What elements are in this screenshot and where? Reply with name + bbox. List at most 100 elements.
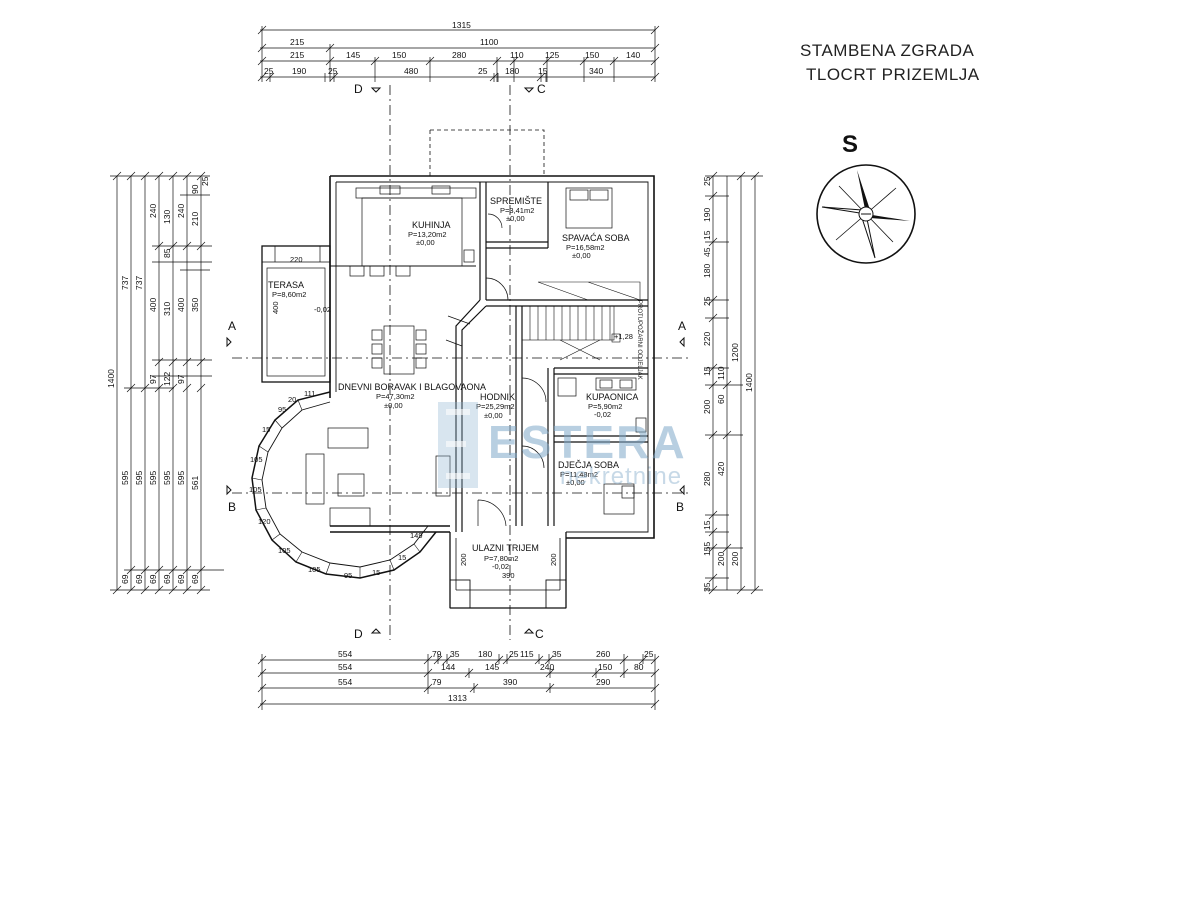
room-terasa-name: TERASA (268, 280, 304, 290)
room-spavaca-name: SPAVAĆA SOBA (562, 233, 630, 243)
room-terasa: 220 TERASA P=8,60m2 -0,02 400 (268, 255, 331, 314)
bot-dim-r2-5: 80 (634, 662, 644, 672)
top-dim-r3-6: 15 (538, 66, 548, 76)
top-dim-r2-2: 150 (392, 50, 406, 60)
staircase (521, 281, 641, 361)
room-hodnik-area: P=25,29m2 (476, 402, 515, 411)
drawing-title-line2: TLOCRT PRIZEMLJA (806, 65, 980, 84)
entrance-porch (449, 532, 567, 609)
right-dim-c1-5: 25 (702, 296, 712, 306)
room-kuhinja-area: P=13,20m2 (408, 230, 447, 239)
room-trijem-level: -0,02 (492, 562, 509, 571)
right-dim-c2-2: 420 (716, 462, 726, 476)
bay-dim-7: 105 (278, 546, 291, 555)
bot-dim-r3-1: 79 (432, 677, 442, 687)
left-dim-c5-5: 69 (162, 574, 172, 584)
section-markers (226, 87, 685, 634)
left-dim-c6-0: 240 (176, 204, 186, 218)
top-dim-r1-1: 1100 (480, 37, 499, 47)
section-marker-c-top: C (537, 82, 546, 96)
room-dnevni-level: ±0,00 (384, 401, 403, 410)
watermark-brand: ESTERA (488, 416, 687, 468)
right-dim-c1-11: 15 (702, 520, 712, 530)
left-dim-c3-1: 595 (134, 471, 144, 485)
bot-dim-r1-4: 25 (509, 649, 519, 659)
terasa-width: 220 (290, 255, 303, 264)
top-dim-r2-3: 280 (452, 50, 466, 60)
room-dnevni: DNEVNI BORAVAK I BLAGOVAONA P=47,30m2 ±0… (338, 382, 486, 410)
left-dim-c3-0: 737 (134, 276, 144, 290)
stair-level-label: +1,28 (614, 332, 633, 341)
left-dim-c8-0: 25 (200, 176, 210, 186)
room-spavaca: SPAVAĆA SOBA P=16,58m2 ±0,00 (562, 233, 630, 260)
dining-table (371, 325, 427, 375)
bay-dim-8: 105 (308, 565, 321, 574)
top-dim-total: 1315 (452, 20, 471, 30)
left-dim-c5-0: 130 (162, 210, 172, 224)
bot-dim-r3-2: 390 (503, 677, 517, 687)
left-dim-c4-2: 97 (148, 374, 158, 384)
left-dim-c5-3: 122 (162, 372, 172, 386)
right-dim-c1-10: 280 (702, 472, 712, 486)
compass-circle (816, 164, 916, 264)
trijem-width-left: 200 (459, 553, 468, 566)
left-dim-c2-0: 737 (120, 276, 130, 290)
room-hodnik-level: ±0,00 (484, 411, 503, 420)
bot-dim-r1-2: 35 (450, 649, 460, 659)
room-kuhinja: KUHINJA P=13,20m2 ±0,00 (408, 220, 451, 247)
room-terasa-level: -0,02 (314, 305, 331, 314)
room-kupaonica-level: -0,02 (594, 410, 611, 419)
trijem-width-right: 200 (549, 553, 558, 566)
room-kuhinja-name: KUHINJA (412, 220, 451, 230)
room-spavaca-level: ±0,00 (572, 251, 591, 260)
right-dim-c1-12: 155 (702, 542, 712, 556)
left-dim-c4-4: 69 (148, 574, 158, 584)
top-dim-r3-7: 340 (589, 66, 603, 76)
bay-dim-2: 20 (288, 395, 296, 404)
top-dim-r2-5: 125 (545, 50, 559, 60)
bot-dim-r3-3: 290 (596, 677, 610, 687)
top-dim-r3-3: 480 (404, 66, 418, 76)
room-djecja-name: DJEČJA SOBA (558, 460, 619, 470)
bay-dim-texts: 111 95 20 15 105 105 120 105 105 95 15 1… (249, 389, 423, 580)
bay-dim-6: 120 (258, 517, 271, 526)
bottom-dimension-chains (257, 654, 660, 710)
left-dim-c6-1: 400 (176, 298, 186, 312)
bot-dim-r2-4: 150 (598, 662, 612, 672)
section-lines (232, 85, 688, 640)
right-dimension-chains (705, 171, 763, 595)
left-dim-c4-3: 595 (148, 471, 158, 485)
left-dimension-chains (110, 171, 224, 595)
top-dim-r2-6: 150 (585, 50, 599, 60)
right-dim-c1-0: 25 (702, 176, 712, 186)
trijem-depth: 390 (502, 571, 515, 580)
top-dim-r2-1: 145 (346, 50, 360, 60)
bay-dim-10: 15 (372, 568, 380, 577)
left-dim-c5-1: 85 (162, 248, 172, 258)
right-dim-c1-8: 110 (716, 366, 726, 380)
left-dim-c4-1: 400 (148, 298, 158, 312)
room-kupaonica-area: P=5,90m2 (588, 402, 622, 411)
left-dim-c5-4: 595 (162, 471, 172, 485)
right-dim-c1-9: 200 (702, 400, 712, 414)
section-marker-d-bottom: D (354, 627, 363, 641)
left-dim-c7-4: 69 (190, 574, 200, 584)
bay-dim-5: 105 (249, 485, 262, 494)
bedroom-furniture (565, 187, 635, 515)
room-spremiste: SPREMIŠTE P=3,41m2 ±0,00 (490, 196, 542, 223)
terrace (261, 245, 331, 383)
right-dim-c2-3: 200 (730, 552, 740, 566)
bot-dim-r2-3: 240 (540, 662, 554, 672)
section-marker-d-top: D (354, 82, 363, 96)
right-dim-c1-7: 15 (702, 366, 712, 376)
bot-dim-total: 1313 (448, 693, 467, 703)
room-dnevni-area: P=47,30m2 (376, 392, 415, 401)
right-dim-c2-0: 1200 (730, 343, 740, 362)
left-dim-c6-4: 69 (176, 574, 186, 584)
room-kupaonica-name: KUPAONICA (586, 392, 638, 402)
top-dim-r3-4: 25 (478, 66, 488, 76)
bot-dim-r3-0: 554 (338, 677, 352, 687)
left-dim-texts: 1400 737 595 69 737 595 69 240 400 97 59… (106, 176, 210, 584)
room-djecja-area: P=11,48m2 (560, 470, 598, 479)
